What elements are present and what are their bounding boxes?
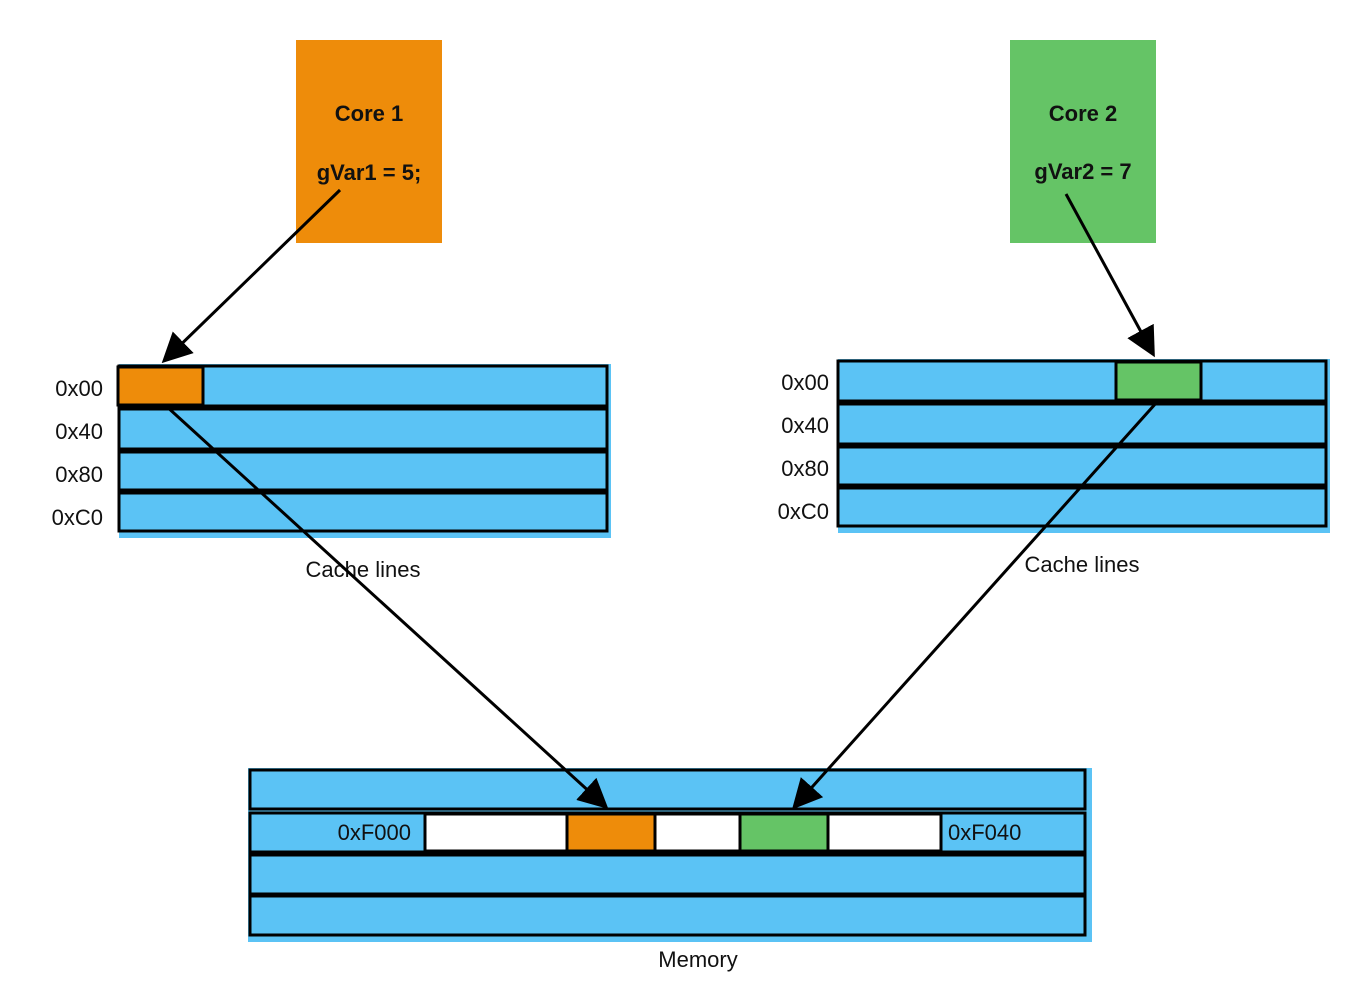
memory-line-3 [248,894,1087,937]
memory-block-empty-3 [826,812,943,853]
cache-1-address-1: 0x40 [55,419,103,444]
cache-1-address-0: 0x00 [55,376,103,401]
cache-1-gvar1-slot [116,365,205,407]
cache-2-address-1: 0x40 [781,413,829,438]
memory: 0xF000 0xF040 Memory [248,768,1092,972]
cache-2-address-3: 0xC0 [778,499,829,524]
memory-line-0 [248,768,1087,811]
arrow-core2-to-cache2 [1064,193,1155,358]
arrow-core1-to-cache1 [161,188,342,364]
memory-block-empty-1 [423,812,569,853]
arrow-cache1-to-memory [163,403,609,810]
cache-2-address-2: 0x80 [781,456,829,481]
cache-1-line-1 [117,407,609,451]
cache-1-line-3 [117,491,609,533]
cache-2-label: Cache lines [1025,552,1140,577]
core-2-box: Core 2 gVar2 = 7 [1010,40,1156,243]
cache-2-line-1 [836,402,1328,446]
memory-block-gvar2 [738,812,830,853]
cache-1-line-2 [117,450,609,492]
cache-2-address-0: 0x00 [781,370,829,395]
cache-2: 0x00 0x40 0x80 0xC0 Cache lines [778,359,1330,577]
arrow-cache2-to-memory [791,400,1159,810]
memory-line-2 [248,853,1087,896]
core-2-code: gVar2 = 7 [1034,159,1131,184]
memory-end-address: 0xF040 [948,820,1021,845]
memory-block-gvar1 [565,812,657,853]
memory-label: Memory [658,947,737,972]
cache-1: 0x00 0x40 0x80 0xC0 Cache lines [52,364,611,582]
memory-block-empty-2 [653,812,742,853]
cache-2-gvar2-slot [1114,360,1203,402]
cache-1-address-2: 0x80 [55,462,103,487]
cache-1-address-3: 0xC0 [52,505,103,530]
core-1-title: Core 1 [335,101,403,126]
cache-2-line-0 [836,359,1328,403]
cache-1-label: Cache lines [306,557,421,582]
cache-2-line-3 [836,486,1328,528]
memory-start-address: 0xF000 [338,820,411,845]
core-2-title: Core 2 [1049,101,1117,126]
core-1-code: gVar1 = 5; [317,160,422,185]
arrows [161,188,1159,810]
